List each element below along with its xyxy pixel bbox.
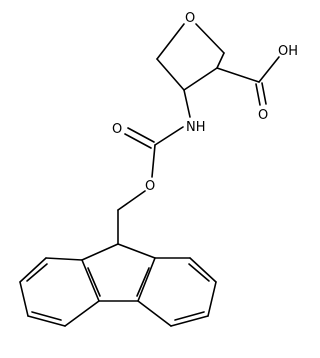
bond-ring-ch2-left-c4 xyxy=(156,58,185,91)
bond-right-ring-3 xyxy=(170,315,209,327)
bond-cooh-carbonyl-b xyxy=(261,82,267,105)
atom-carbonyl-oxygen-carbamate: O xyxy=(112,122,122,137)
bond-left-ring-2 xyxy=(64,300,100,327)
atom-carbonyl-oxygen-acid: O xyxy=(258,108,268,123)
bond-left-ring-4 xyxy=(19,281,29,317)
bond-left-ring-3 xyxy=(27,315,66,327)
bond-left-ring-double-1 xyxy=(87,267,101,297)
bond-nh-carbamate xyxy=(154,126,184,146)
bond-c9-c9a xyxy=(81,243,119,261)
bond-right-ring-2 xyxy=(137,300,172,327)
bond-left-ring-6 xyxy=(45,257,83,261)
bond-right-ring-double-1 xyxy=(136,267,150,297)
bond-ring-o-ch2-left xyxy=(156,23,185,60)
bond-right-ring-double-3 xyxy=(188,263,210,282)
atom-ring-oxygen: O xyxy=(185,11,195,26)
bond-carbamate-carbonyl-b xyxy=(124,133,152,149)
bond-ring-c4-c3 xyxy=(183,67,218,91)
bond-carbamate-ester-o xyxy=(151,144,156,178)
bond-left-ring-1 xyxy=(81,259,100,302)
bond-left-ring-double-3 xyxy=(26,263,48,282)
bond-right-ring-1 xyxy=(137,257,156,302)
bond-c4-nh xyxy=(183,89,191,118)
bond-ester-o-ch2 xyxy=(117,190,146,211)
bond-right-ring-4 xyxy=(207,281,217,317)
bond-c3-cooh xyxy=(216,67,260,83)
bond-left-ring-double-2 xyxy=(31,311,62,321)
bond-left-ring-5 xyxy=(19,257,47,283)
bond-carbamate-carbonyl-a xyxy=(127,127,155,143)
bond-cooh-oh xyxy=(258,56,280,83)
bond-right-ring-5 xyxy=(189,257,217,283)
atom-amine: NH xyxy=(186,120,206,135)
bond-cooh-carbonyl-a xyxy=(255,83,261,106)
bond-c9-c8a xyxy=(117,243,156,259)
bond-right-ring-double-2 xyxy=(174,311,205,321)
atom-ester-oxygen: O xyxy=(145,179,155,194)
bond-ring-o-ch2-right xyxy=(195,23,225,54)
bond-ring-c3-ch2-right xyxy=(216,52,225,69)
atom-hydroxyl: OH xyxy=(278,44,298,59)
